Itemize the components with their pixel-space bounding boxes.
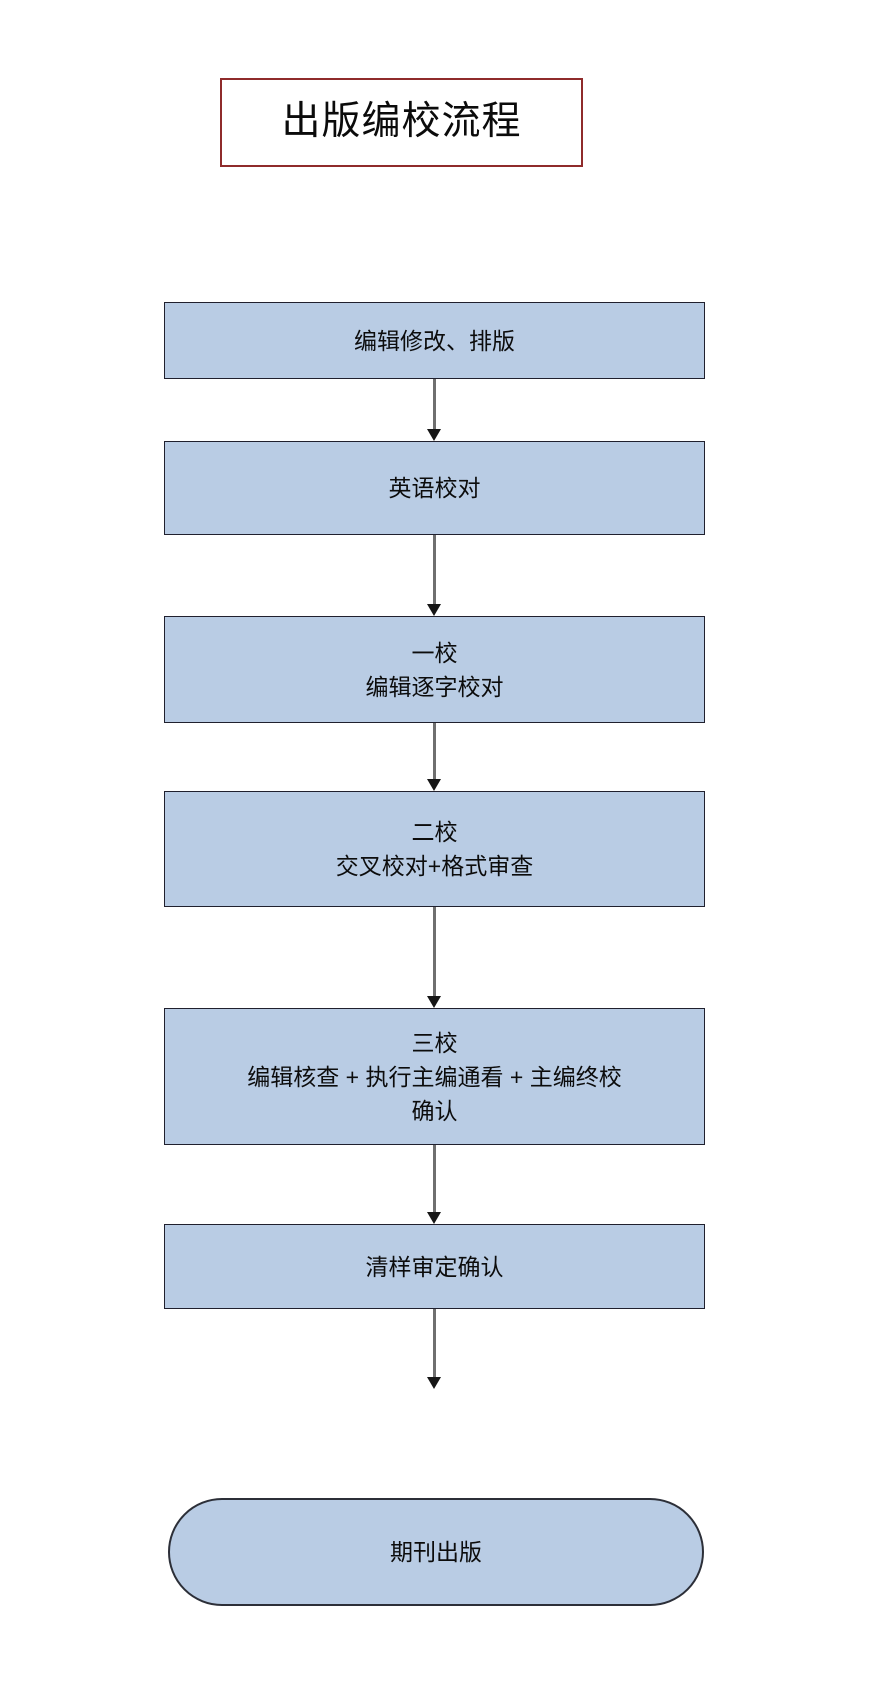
- arrow-head-icon: [427, 996, 441, 1008]
- flow-node-edit-layout[interactable]: 编辑修改、排版: [164, 302, 705, 379]
- flow-node-label: 一校: [411, 639, 458, 666]
- flow-node-label: 三校: [411, 1029, 458, 1056]
- flow-node-english-proofread[interactable]: 英语校对: [164, 441, 705, 535]
- arrow-head-icon: [427, 429, 441, 441]
- diagram-title-box: 出版编校流程: [220, 78, 583, 167]
- arrow-head-icon: [427, 779, 441, 791]
- flow-arrow-6: [426, 1309, 442, 1389]
- flow-node-sublabel: 编辑逐字校对: [365, 673, 504, 700]
- arrow-shaft: [433, 723, 436, 779]
- arrow-head-icon: [427, 1212, 441, 1224]
- flow-node-label: 英语校对: [388, 475, 481, 501]
- flow-node-label: 清样审定确认: [365, 1253, 504, 1280]
- flow-node-label: 期刊出版: [390, 1539, 482, 1565]
- arrow-head-icon: [427, 1377, 441, 1389]
- flow-arrow-5: [426, 1145, 442, 1224]
- flow-node-first-proof[interactable]: 一校 编辑逐字校对: [164, 616, 705, 723]
- flow-node-sublabel-2: 确认: [411, 1097, 458, 1124]
- flow-arrow-4: [426, 907, 442, 1008]
- flow-node-sublabel: 交叉校对+格式审查: [335, 853, 534, 879]
- flow-node-clean-proof-approval[interactable]: 清样审定确认: [164, 1224, 705, 1309]
- flow-node-third-proof[interactable]: 三校 编辑核查 + 执行主编通看 + 主编终校 确认: [164, 1008, 705, 1145]
- arrow-shaft: [433, 907, 436, 996]
- flow-node-sublabel: 编辑核查 + 执行主编通看 + 主编终校: [247, 1063, 622, 1090]
- arrow-shaft: [433, 379, 436, 429]
- arrow-head-icon: [427, 604, 441, 616]
- flow-node-journal-publication[interactable]: 期刊出版: [168, 1498, 704, 1606]
- arrow-shaft: [433, 535, 436, 604]
- arrow-shaft: [433, 1309, 436, 1377]
- flow-arrow-2: [426, 535, 442, 616]
- flow-arrow-3: [426, 723, 442, 791]
- flow-node-label: 二校: [411, 819, 458, 845]
- flow-node-second-proof[interactable]: 二校 交叉校对+格式审查: [164, 791, 705, 907]
- flow-node-label: 编辑修改、排版: [354, 327, 515, 354]
- flow-arrow-1: [426, 379, 442, 441]
- diagram-title-text: 出版编校流程: [281, 100, 522, 144]
- arrow-shaft: [433, 1145, 436, 1212]
